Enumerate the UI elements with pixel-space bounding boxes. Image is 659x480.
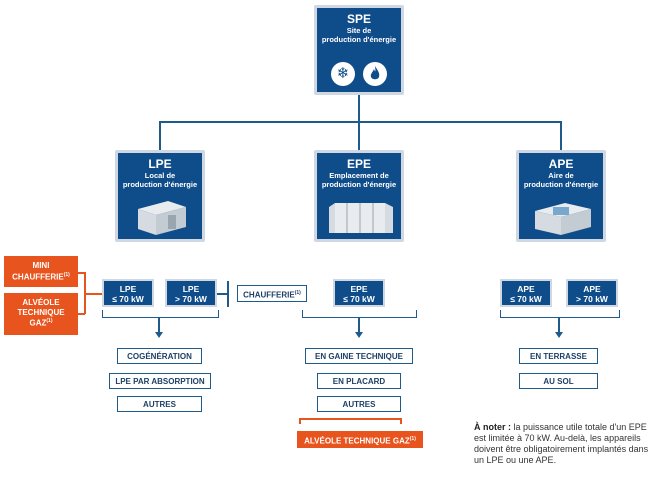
ape-sub-gt70: APE > 70 kW — [566, 279, 618, 307]
room-illustration — [138, 201, 186, 235]
epe-sub-line1: EPE — [350, 284, 368, 294]
spe-box: SPE Site de production d'énergie ❄ — [314, 5, 404, 95]
ape-item-terrasse: EN TERRASSE — [519, 348, 598, 364]
lpe-sub-gt70: LPE > 70 kW — [165, 279, 217, 307]
epe-subtitle-2: production d'énergie — [321, 180, 397, 189]
orange-connector-to-lpe — [84, 293, 102, 295]
lpe-arrow-stem — [158, 317, 160, 333]
mini-chaufferie-line1: MINI — [32, 261, 50, 270]
connector-lpe — [159, 121, 161, 153]
epe-box: EPE Emplacement de production d'énergie — [314, 150, 404, 242]
epe-arrow-stem — [358, 317, 360, 333]
epe-orange-connector-left — [299, 418, 301, 424]
ape-sub-le70-line1: APE — [517, 284, 535, 294]
connector-horizontal — [159, 121, 562, 123]
note-body: la puissance utile totale d'un EPE est l… — [474, 422, 649, 465]
epe-orange-connector — [299, 418, 401, 420]
spe-subtitle-1: Site de — [346, 26, 372, 35]
ape-title: APE — [548, 157, 574, 171]
connector-epe — [358, 121, 360, 153]
spe-title: SPE — [346, 12, 371, 26]
epe-item-gaine-technique: EN GAINE TECHNIQUE — [305, 348, 413, 364]
mini-chaufferie-box: MINI CHAUFFERIE(1) — [4, 256, 78, 287]
epe-arrow-head — [355, 332, 363, 338]
ape-box: APE Aire de production d'énergie — [516, 150, 606, 242]
lpe-sub-le70-line1: LPE — [119, 284, 137, 294]
snowflake-icon: ❄ — [331, 62, 355, 86]
alveole-line1: ALVÉOLE — [22, 298, 60, 307]
flame-icon — [363, 62, 387, 86]
lpe-title: LPE — [148, 157, 172, 171]
ape-sub-le70-line2: ≤ 70 kW — [510, 294, 542, 304]
chaufferie-connector-v — [227, 281, 229, 307]
ape-arrow-head — [555, 332, 563, 338]
epe-subtitle-1: Emplacement de — [329, 171, 389, 180]
lpe-box: LPE Local de production d'énergie — [115, 150, 205, 242]
alveole-technique-gaz-box: ALVÉOLE TECHNIQUE GAZ(1) — [4, 293, 78, 335]
ape-sub-gt70-line2: > 70 kW — [576, 294, 608, 304]
mini-chaufferie-line2: CHAUFFERIE(1) — [12, 271, 70, 282]
orange-connector-bottom — [78, 313, 85, 315]
lpe-item-autres: AUTRES — [117, 396, 202, 412]
lpe-subtitle-1: Local de — [144, 171, 176, 180]
rooftop-illustration — [535, 203, 591, 235]
lpe-subtitle-2: production d'énergie — [122, 180, 198, 189]
epe-title: EPE — [346, 157, 371, 171]
epe-sub-le70: EPE ≤ 70 kW — [333, 279, 385, 307]
lpe-sub-le70: LPE ≤ 70 kW — [102, 279, 154, 307]
alveole-line2: TECHNIQUE — [17, 307, 65, 317]
cabinet-illustration — [329, 203, 393, 233]
ape-arrow-stem — [558, 317, 560, 333]
ape-sub-le70: APE ≤ 70 kW — [500, 279, 552, 307]
ape-sub-gt70-line1: APE — [583, 284, 601, 294]
alveole-line3: GAZ(1) — [29, 318, 53, 328]
epe-sub-line2: ≤ 70 kW — [343, 294, 375, 304]
lpe-sub-gt70-line2: > 70 kW — [175, 294, 207, 304]
ape-subtitle-1: Aire de — [548, 171, 574, 180]
chaufferie-box: CHAUFFERIE(1) — [237, 285, 307, 302]
chaufferie-connector — [217, 293, 227, 295]
ape-bracket — [500, 310, 620, 318]
connector-spe-down — [358, 94, 360, 122]
lpe-item-absorption: LPE PAR ABSORPTION — [109, 373, 211, 389]
lpe-sub-gt70-line1: LPE — [182, 284, 200, 294]
epe-item-autres: AUTRES — [317, 396, 401, 412]
ape-item-sol: AU SOL — [519, 373, 598, 389]
orange-connector-top — [78, 272, 85, 274]
spe-subtitle-2: production d'énergie — [321, 35, 397, 44]
epe-item-placard: EN PLACARD — [317, 373, 401, 389]
lpe-arrow-head — [155, 332, 163, 338]
connector-ape — [560, 121, 562, 153]
epe-alveole-technique-gaz-box: ALVÉOLE TECHNIQUE GAZ(1) — [297, 431, 423, 448]
note-prefix: À noter : — [474, 422, 511, 432]
epe-orange-connector-right — [400, 418, 402, 424]
note-text: À noter : la puissance utile totale d'un… — [474, 422, 656, 466]
ape-subtitle-2: production d'énergie — [523, 180, 599, 189]
lpe-sub-le70-line2: ≤ 70 kW — [112, 294, 144, 304]
lpe-item-cogeneration: COGÉNÉRATION — [117, 348, 202, 364]
lpe-bracket — [102, 310, 219, 318]
